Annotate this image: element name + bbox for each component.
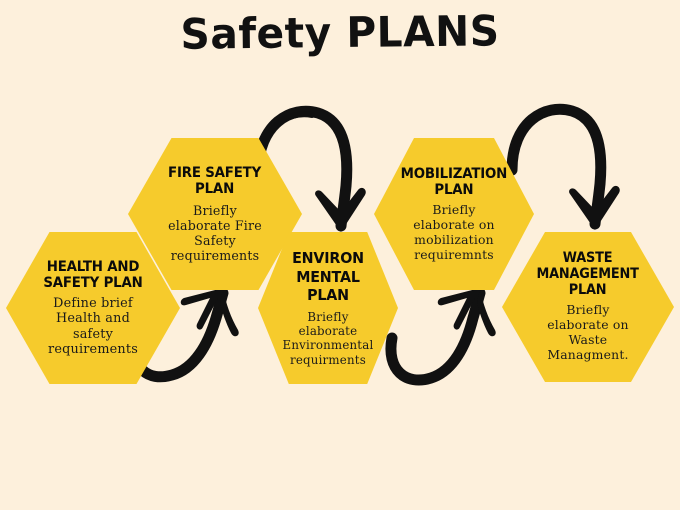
step-title: ENVIRON MENTAL PLAN <box>292 249 364 305</box>
step-title: WASTE MANAGEMENT PLAN <box>536 250 640 298</box>
step-body: Briefly elaborate on mobilization requir… <box>413 201 495 262</box>
step-body: Briefly elaborate on Waste Managment. <box>547 302 629 362</box>
step-title: HEALTH AND SAFETY PLAN <box>43 258 143 291</box>
step-hexagon-mobilization-plan[interactable]: MOBILIZATION PLAN Briefly elaborate on m… <box>374 138 534 290</box>
step-body: Briefly elaborate Fire Safety requiremen… <box>168 202 262 263</box>
step-hexagon-waste-management-plan[interactable]: WASTE MANAGEMENT PLAN Briefly elaborate … <box>502 232 674 382</box>
page-title: Safety PLANS <box>180 6 500 59</box>
step-body: Briefly elaborate Environmental requirme… <box>282 310 374 367</box>
step-body: Define brief Health and safety requireme… <box>48 296 138 358</box>
step-title: FIRE SAFETY PLAN <box>168 165 262 198</box>
step-title: MOBILIZATION PLAN <box>400 165 508 198</box>
arrow-environmental-to-mobilization <box>385 287 496 386</box>
step-hexagon-health-and-safety-plan[interactable]: HEALTH AND SAFETY PLAN Define brief Heal… <box>6 232 180 384</box>
step-hexagon-environmental-plan[interactable]: ENVIRON MENTAL PLAN Briefly elaborate En… <box>258 232 398 384</box>
